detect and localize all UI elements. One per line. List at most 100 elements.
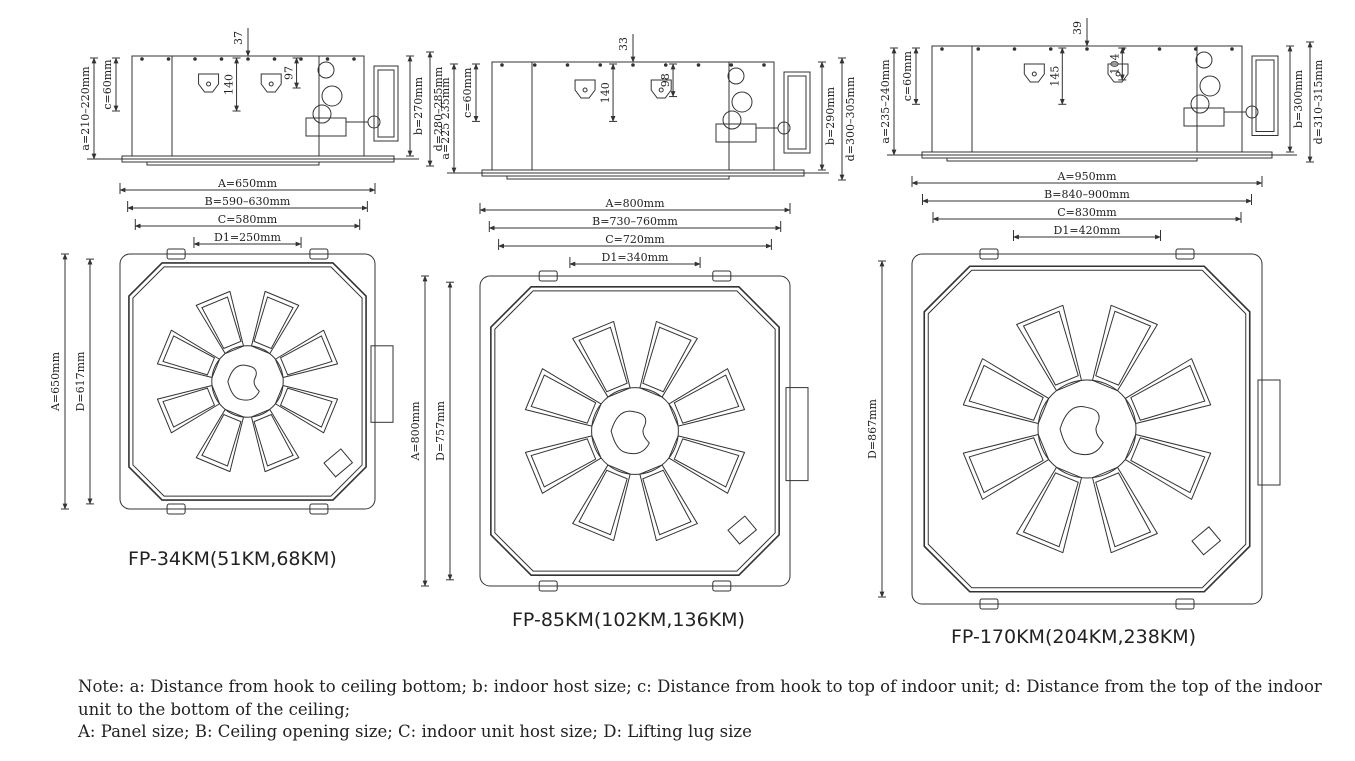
grille-vane-inner (162, 335, 216, 376)
octagon-frame-outer (490, 286, 780, 576)
corner-receiver (1191, 526, 1222, 556)
legend-note: Note: a: Distance from hook to ceiling b… (78, 676, 1328, 744)
opening-width-dim-label: B=840–900mm (1044, 188, 1130, 201)
grille-vane-inner (201, 413, 242, 467)
grille-vane-inner (279, 387, 333, 428)
top-clearance-label: 39 (1071, 21, 1084, 35)
rivet (1193, 47, 1198, 51)
electric-box-inner (787, 75, 807, 150)
center-hub (591, 387, 679, 475)
panel-trim (146, 161, 320, 166)
grille-vane (1016, 304, 1082, 392)
lug-height-dim-label: D=757mm (434, 400, 447, 460)
octagon-frame-outer (923, 265, 1251, 593)
rivet (272, 57, 277, 61)
lifting-lug (309, 248, 329, 260)
grille-vane-inner (673, 438, 740, 488)
hook-hole (1031, 71, 1037, 77)
unit-1-model-label: FP-34KM(51KM,68KM) (128, 548, 337, 570)
unit-body (931, 45, 1243, 153)
grille-vane-inner (642, 326, 692, 393)
b-dim-label: b=270mm (412, 76, 425, 135)
hook-height2-dim-label: 98 (659, 73, 672, 87)
grille-vane (274, 329, 339, 378)
drain-pan (715, 123, 757, 143)
panel-trim (506, 175, 730, 180)
host-width-dim-label: C=580mm (218, 213, 278, 226)
opening-width-dim-label: B=730–760mm (592, 215, 678, 228)
lug-height-dim-label: D=617mm (74, 351, 87, 411)
grille-vane (962, 358, 1050, 424)
electric-box (1251, 55, 1279, 136)
lifting-lug (712, 580, 732, 592)
panel-width-dim-label: A=800mm (604, 197, 665, 210)
lifting-lug (538, 270, 558, 282)
hook-height2-dim-label: 97 (283, 66, 296, 80)
grille-vane (1124, 358, 1212, 424)
panel-trim (946, 157, 1198, 162)
corner-receiver (727, 515, 758, 545)
corner-receiver (323, 448, 354, 478)
hanging-hook (574, 79, 596, 99)
rivet (1085, 47, 1089, 51)
panel-width-dim-label: A=650mm (217, 177, 278, 190)
grille-vane (962, 434, 1050, 500)
opening-width-dim-label: B=590–630mm (205, 195, 291, 208)
d-dim-label: d=300–305mm (844, 76, 857, 161)
side-control-box (1257, 379, 1281, 486)
pipe-joint (317, 61, 335, 79)
rivet (762, 63, 766, 67)
panel-outline (479, 275, 791, 587)
d-dim-label: d=280–285mm (432, 66, 445, 151)
host-width-dim-label: C=830mm (1057, 206, 1117, 219)
grille-vane-inner (530, 374, 597, 424)
grille-vane (639, 320, 698, 398)
pipe-joint (1199, 75, 1221, 97)
panel-outline (911, 253, 1263, 605)
rivet (193, 57, 197, 61)
lifting-lug (166, 248, 186, 260)
hanging-hook (1107, 63, 1129, 83)
lifting-lug (309, 503, 329, 515)
rivet (140, 57, 144, 61)
d-dim-label: d=310–315mm (1312, 59, 1325, 144)
hook-height2-dim-label: 104 (1108, 53, 1121, 74)
lifting-lug (1175, 248, 1195, 260)
a-dim-label: a=225 235mm (439, 77, 452, 160)
pipe-joint (1190, 94, 1210, 114)
octagon-frame-inner (132, 266, 363, 497)
pipe-joint (727, 67, 745, 85)
grille-vane (251, 290, 300, 355)
b-dim-label: b=300mm (1292, 69, 1305, 128)
center-fan-blade (227, 364, 260, 401)
grille-vane-inner (642, 469, 692, 536)
rivet (500, 63, 504, 67)
lifting-lug (1175, 598, 1195, 610)
rivet (1012, 47, 1017, 51)
grille-vane (251, 408, 300, 473)
unit-2-model-label: FP-85KM(102KM,136KM) (512, 609, 745, 631)
grille-vane-inner (578, 326, 628, 393)
rivet (166, 57, 171, 61)
grille-vane-inner (1095, 472, 1152, 548)
side-control-box (370, 345, 394, 423)
rivet (532, 63, 537, 67)
center-fan-blade (610, 410, 650, 455)
note-line-1: Note: a: Distance from hook to ceiling b… (78, 677, 1322, 719)
lug-width-dim-label: D1=250mm (214, 231, 281, 244)
grille-vane (195, 290, 244, 355)
a-dim-label: a=235–240mm (879, 59, 892, 144)
hook-hole (582, 87, 588, 93)
host-width-dim-label: C=720mm (605, 233, 665, 246)
grille-vane-inner (1022, 310, 1079, 386)
c-dim-label: c=60mm (461, 67, 474, 118)
grille-vane (1016, 466, 1082, 554)
rivet (940, 47, 944, 51)
octagon-frame-outer (128, 262, 367, 501)
hook-height-dim-label: 140 (223, 74, 236, 95)
grille-vane (156, 329, 221, 378)
grille-vane (1124, 434, 1212, 500)
pipe-joint (312, 104, 332, 124)
